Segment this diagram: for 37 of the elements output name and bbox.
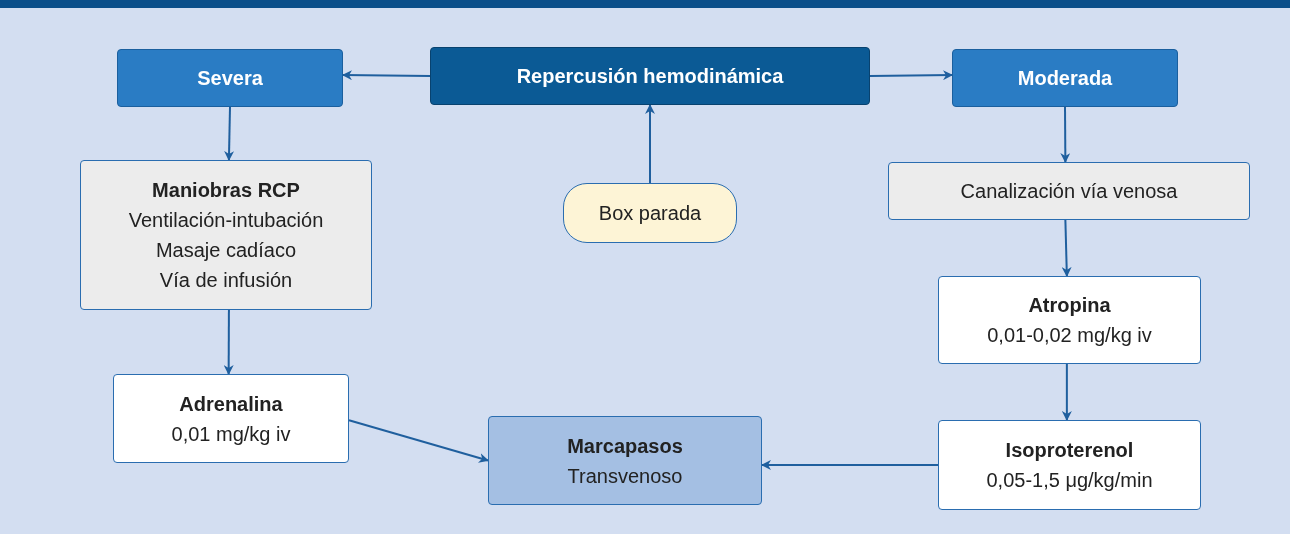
box-text: Severa [197, 66, 263, 91]
arrow [1061, 219, 1072, 277]
arrow [223, 309, 234, 375]
start-box [563, 183, 737, 243]
heading-box [430, 47, 870, 105]
box-text: 0,05-1,5 μg/kg/min [986, 468, 1153, 493]
category-box [117, 49, 343, 107]
process-box [888, 162, 1250, 220]
box-text: Canalización vía venosa [960, 179, 1178, 204]
box-text: Box parada [598, 201, 702, 226]
box-heading: Adrenalina [179, 391, 283, 417]
box-text: Moderada [1017, 66, 1113, 91]
drug-box [938, 420, 1201, 510]
box-text: Vía de infusión [159, 268, 293, 293]
box-heading: Maniobras RCP [152, 178, 300, 203]
drug-box [938, 276, 1201, 364]
box-text: Transvenoso [567, 463, 683, 489]
box-text: Masaje cadíaco [155, 238, 297, 263]
box-heading: Marcapasos [567, 433, 683, 459]
category-box [952, 49, 1178, 107]
arrow [869, 70, 953, 81]
arrow [1060, 106, 1071, 163]
box-text: Ventilación-intubación [128, 208, 324, 233]
drug-box [113, 374, 349, 463]
arrow [1061, 363, 1072, 421]
arrow [342, 70, 431, 81]
box-text: 0,01 mg/kg iv [171, 421, 291, 447]
arrow [348, 419, 489, 463]
arrow [224, 106, 235, 161]
box-text: 0,01-0,02 mg/kg iv [987, 323, 1152, 348]
box-heading: Atropina [1028, 293, 1111, 318]
arrow [645, 104, 655, 184]
arrow [761, 459, 939, 470]
result-box [488, 416, 762, 505]
box-heading: Isoproterenol [1005, 438, 1134, 463]
process-box [80, 160, 372, 310]
box-text: Repercusión hemodinámica [516, 64, 784, 89]
